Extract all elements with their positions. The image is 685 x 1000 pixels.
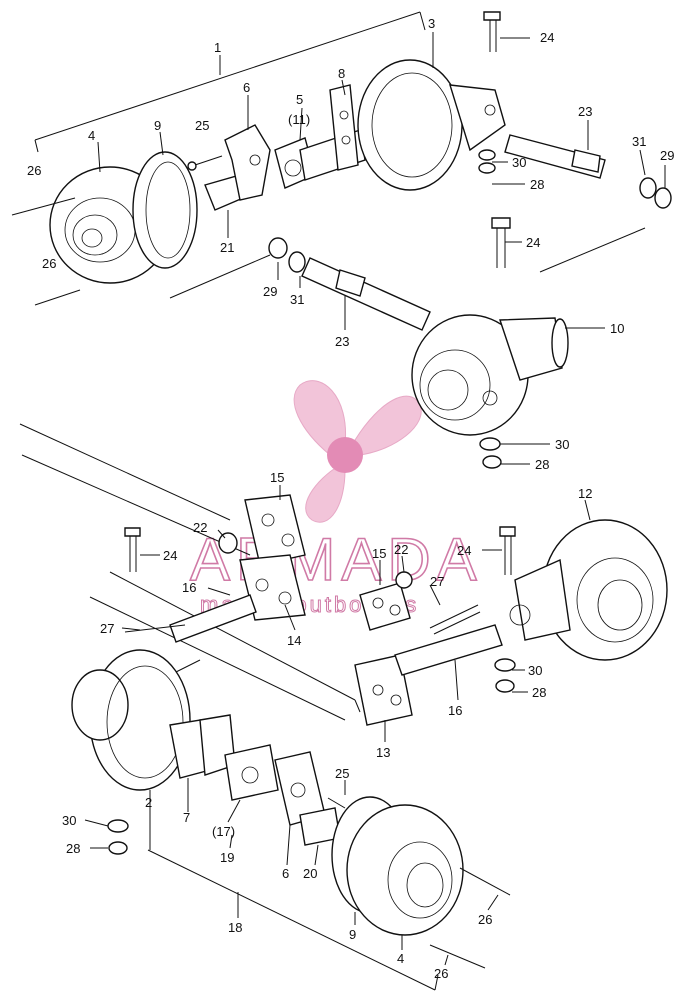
callout-23: 23 (335, 334, 349, 349)
callout-30: 30 (512, 155, 526, 170)
upper-right-assembly (268, 217, 569, 469)
leader-lines (34, 11, 666, 991)
callout-9: 9 (349, 927, 356, 942)
callout-24: 24 (163, 548, 177, 563)
callout-9: 9 (154, 118, 161, 133)
callout-26: 26 (478, 912, 492, 927)
callout-30: 30 (528, 663, 542, 678)
stay-6-upper (224, 124, 271, 201)
callout-15: 15 (270, 470, 284, 485)
callout-30: 30 (62, 813, 76, 828)
propeller-logo-icon (293, 380, 422, 523)
callout-28: 28 (530, 177, 544, 192)
callout-29: 29 (660, 148, 674, 163)
callout-26: 26 (27, 163, 41, 178)
callout-26: 26 (42, 256, 56, 271)
callout-18: 18 (228, 920, 242, 935)
upper-left-assembly (11, 11, 672, 306)
callout-19: 19 (220, 850, 234, 865)
callout-13: 13 (376, 745, 390, 760)
callout-28: 28 (532, 685, 546, 700)
callout-2: 2 (145, 795, 152, 810)
callout-8: 8 (338, 66, 345, 81)
callout-labels: 1 3 24 8 6 5 (11) 9 25 4 26 21 26 23 31 … (27, 16, 674, 981)
callout-31: 31 (290, 292, 304, 307)
lamp-12-assembly (494, 519, 668, 693)
callout-15: 15 (372, 546, 386, 561)
callout-28: 28 (535, 457, 549, 472)
lower-left-assembly (71, 649, 511, 969)
callout-27: 27 (430, 574, 444, 589)
callout-3: 3 (428, 16, 435, 31)
lower-cables (19, 423, 361, 721)
callout-25: 25 (335, 766, 349, 781)
callout-7: 7 (183, 810, 190, 825)
callout-27: 27 (100, 621, 114, 636)
callout-5: 5 (296, 92, 303, 107)
lens-4-lower (346, 804, 464, 936)
plate-15-left (244, 494, 306, 566)
stay-13 (354, 654, 413, 726)
callout-22: 22 (193, 520, 207, 535)
callout-22: 22 (394, 542, 408, 557)
gasket-9-upper (132, 151, 198, 269)
callout-10: 10 (610, 321, 624, 336)
callout-26: 26 (434, 966, 448, 981)
callout-30: 30 (555, 437, 569, 452)
callout-21: 21 (220, 240, 234, 255)
callout-1: 1 (214, 40, 221, 55)
callout-20: 20 (303, 866, 317, 881)
callout-4: 4 (397, 951, 404, 966)
callout-24: 24 (526, 235, 540, 250)
callout-14: 14 (287, 633, 301, 648)
callout-6: 6 (243, 80, 250, 95)
lower-bracket-assembly (124, 494, 503, 726)
callout-16: 16 (182, 580, 196, 595)
callout-12: 12 (578, 486, 592, 501)
watermark-brand: ARMADA (190, 526, 483, 593)
plate-15-right (359, 582, 411, 631)
pipe-23-lower (301, 257, 431, 331)
callout-28: 28 (66, 841, 80, 856)
callout-17: (17) (212, 824, 235, 839)
callout-16: 16 (448, 703, 462, 718)
callout-11: (11) (288, 112, 310, 127)
callout-24: 24 (457, 543, 471, 558)
callout-25: 25 (195, 118, 209, 133)
callout-29: 29 (263, 284, 277, 299)
callout-4: 4 (88, 128, 95, 143)
callout-23: 23 (578, 104, 592, 119)
callout-24: 24 (540, 30, 554, 45)
callout-31: 31 (632, 134, 646, 149)
housing-3 (357, 59, 463, 191)
callout-6: 6 (282, 866, 289, 881)
